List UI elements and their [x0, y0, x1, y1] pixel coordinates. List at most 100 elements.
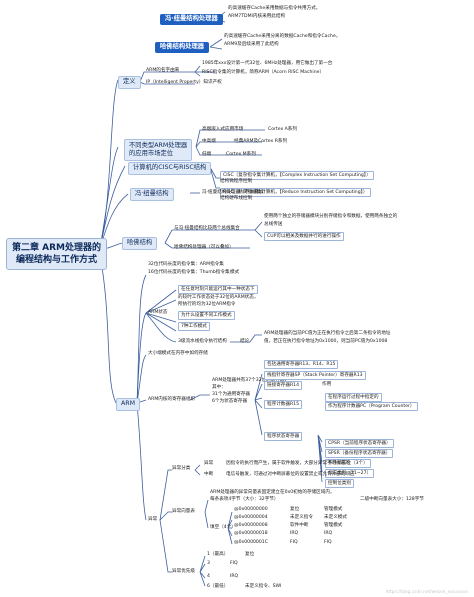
- priority-4-value: IRQ: [230, 574, 239, 579]
- arm-instruction-set-32: 32位代码长度的指令集：ARM指令集: [148, 262, 224, 267]
- register-desc-4: 6个为状态寄存器: [212, 399, 248, 404]
- exception-type-2-desc: 电信号触发，可通过对中断屏蔽位的设置禁止或允许外部的响应: [226, 472, 355, 477]
- exception-classification: 异常分类: [172, 466, 191, 471]
- arm-state-note-3: 所执行的均为32位ARM指令: [178, 302, 236, 307]
- feng-desc-1: 的高速缓存Cache采用数据与指令共用方式，: [228, 6, 321, 11]
- vector-mode-2: 未定义模式: [324, 515, 347, 520]
- program-status-register: 程序状态寄存器: [264, 432, 303, 442]
- arm-market-line-1: 不同类型ARM处理器: [129, 142, 188, 149]
- register-desc-2: 其中：: [212, 385, 226, 390]
- control-bits: 控制位类别: [325, 479, 354, 489]
- priority-6-value: 未定义指令、SWI: [245, 584, 282, 589]
- arm-origin-desc-2: RISC指令集的计算机，简称ARM（Acorn RISC Machine）: [202, 70, 325, 75]
- arm-market-line-2: 的应用市场定位: [129, 150, 174, 158]
- ip-definition: IP（Intelligent Property）知识产权: [146, 80, 222, 85]
- harvard-desc-1: 的高速缓存Cache采用分离的数据Cache和指令Cache，: [224, 34, 341, 39]
- harvard-desc-2: ARM9及后续采用了此结构: [224, 42, 279, 47]
- link-register: 链接寄存器R14: [264, 381, 303, 391]
- program-counter-register: 程序计数器R15: [264, 400, 303, 410]
- vector-table-desc-1: ARM处理器的异常向量表固定建立在0x0初始的存储区域内，: [210, 490, 335, 495]
- mode-label: 模式: [230, 270, 240, 275]
- arm-state-note-1: 在任意时刻只能运行其中一种状态下: [178, 285, 258, 295]
- vector-mode-3: 管理模式: [324, 523, 343, 528]
- arm-market-topic: 不同类型ARM处理器 的应用市场定位: [124, 139, 193, 162]
- feng-desc-2: ARM7TDMI内核采用此结构: [228, 14, 286, 19]
- arm-state-note-2: 的较时工作状态处于32位的ARM状态，: [178, 295, 259, 300]
- endian-mode: 大小端模式在内存中如何存储: [148, 351, 208, 356]
- market-high-label: 高端嵌入式应用市场: [202, 127, 244, 132]
- exception-type-1: 异常: [204, 461, 214, 466]
- exception-priority: 异常优先级: [172, 569, 195, 574]
- vector-addr-4: @0x00000018: [234, 531, 268, 536]
- flag-category: 标志类别（21~27）: [325, 469, 375, 479]
- watermark: https://blog.csdn.net/weixin_xxxxxxxx: [385, 590, 468, 595]
- vector-addr-3: @0x00000008: [234, 523, 268, 528]
- pipeline-label: 3级流水线指令执行结构: [178, 339, 227, 344]
- vector-table-desc-2: 每条表项4字节（大小：32字节）: [210, 497, 279, 502]
- thumb-instruction-set-16: 16位代码长度的指令集：Thumb指令集: [148, 270, 230, 275]
- condition-flags: 条件标志位（3个）: [325, 459, 371, 469]
- risc-control: 结构硬布线控制: [220, 196, 253, 201]
- root-line-1: 第二章 ARM处理器的: [12, 243, 101, 253]
- register-desc-1: ARM处理器共有37个32位的寄存器，: [212, 378, 290, 383]
- stack-pointer-register: 栈指针寄存器SP（Stack Pointer）寄存器R13: [264, 371, 366, 381]
- vector-addr-1: @0x00000000: [234, 507, 268, 512]
- exception-label: 异常: [148, 517, 158, 522]
- priority-6: 6（最低）: [207, 584, 229, 589]
- definition-topic: 定义: [118, 76, 141, 89]
- market-mid-value: 经典ARM及Cortex R系列: [234, 139, 288, 144]
- spsr: SPSR（备份程序状态寄存器）: [325, 449, 394, 459]
- vector-type-3: 软件中断: [290, 523, 309, 528]
- feng-processor-title: 冯·纽曼结构处理器: [160, 14, 223, 25]
- arm-state-note-5: 7种工作模式: [178, 322, 210, 332]
- root-topic: 第二章 ARM处理器的 编程结构与工作方式: [6, 238, 107, 271]
- fill-in-label: 填空（4个）: [210, 525, 236, 530]
- vector-type-4: IRQ: [290, 531, 299, 536]
- priority-3: 3: [207, 561, 210, 566]
- harvard-processor-title: 哈佛结构处理器: [155, 42, 210, 53]
- vector-type-1: 复位: [290, 507, 300, 512]
- priority-1-value: 复位: [245, 552, 255, 557]
- vector-addr-2: @0x00000004: [234, 515, 268, 520]
- link-register-purpose: 作用: [322, 382, 332, 387]
- harvard-compare-desc-2: 总线传送: [264, 222, 283, 227]
- vector-type-2: 未定义指令: [290, 515, 313, 520]
- cpsr: CPSR（当前程序状态寄存器）: [325, 439, 394, 449]
- program-counter-desc-1: 在程序运行过程中指定的: [325, 393, 382, 403]
- harvard-compare-desc-3: CUP可以相关及数据并行的进行操作: [264, 232, 344, 242]
- program-counter-desc-2: 作为程序计数器PC（Program Counter）: [325, 402, 418, 412]
- harvard-overlap: 哈佛结构处理器（可以叠加）: [174, 245, 234, 250]
- cisc-control: 结构微程序控制: [220, 179, 253, 184]
- exception-type-1-desc: 因指令的执行而产生，属于软件触发，大部分异常不可屏蔽的: [226, 461, 351, 466]
- register-organization: ARM内核的寄存器组织: [148, 397, 196, 402]
- market-mid-label: 中高端: [202, 139, 216, 144]
- exception-type-2: 中断: [204, 472, 214, 477]
- pipeline-conclusion: 结论: [240, 339, 250, 344]
- risc-definition: RISC（精简指令集计算机，【Reduce Instruction Set Co…: [220, 188, 371, 198]
- vector-table-label: 异常向量表: [172, 509, 195, 514]
- arm-name-origin: ARM的名字由来: [146, 68, 180, 73]
- general-registers: 包括通用寄存器R13、R14、R15: [264, 360, 339, 370]
- von-neumann-topic: 冯·纽曼结构: [130, 188, 174, 201]
- pipeline-desc-2: 值，若正在执行指令地址为0x1000，则当前PC值为0x1008: [264, 339, 388, 344]
- vector-mode-4: IRQ: [324, 531, 333, 536]
- vector-mode-1: 管理模式: [324, 507, 343, 512]
- arm-origin-desc-1: 1985年xxx设计第一代32位、6MHz处理器，用它做出了第一台: [202, 61, 333, 66]
- vector-table-desc-3: 二级中断向量表大小：128字节: [360, 497, 424, 502]
- root-line-2: 编程结构与工作方式: [15, 255, 97, 266]
- priority-4: 4: [207, 574, 210, 579]
- arm-state-note-4: 为什么设置不同工作模式: [178, 311, 235, 321]
- arm-topic: ARM: [116, 398, 141, 411]
- market-low-value: Cortex M系列: [226, 152, 256, 157]
- market-low-label: 低端: [202, 152, 212, 157]
- vector-type-5: FIQ: [290, 540, 298, 545]
- arm-state-label: ARM状态: [148, 310, 168, 315]
- vector-mode-5: FIQ: [324, 540, 332, 545]
- vector-addr-5: @0x0000001C: [234, 540, 268, 545]
- cisc-definition: CISC（复杂指令集计算机，【Complex Instruction Set C…: [220, 171, 374, 181]
- harvard-topic: 哈佛结构: [122, 237, 158, 250]
- cisc-risc-topic: 计算机的CISC与RISC结构: [128, 162, 212, 175]
- register-desc-3: 31个为通用寄存器: [212, 392, 251, 397]
- priority-1: 1（最高）: [207, 552, 229, 557]
